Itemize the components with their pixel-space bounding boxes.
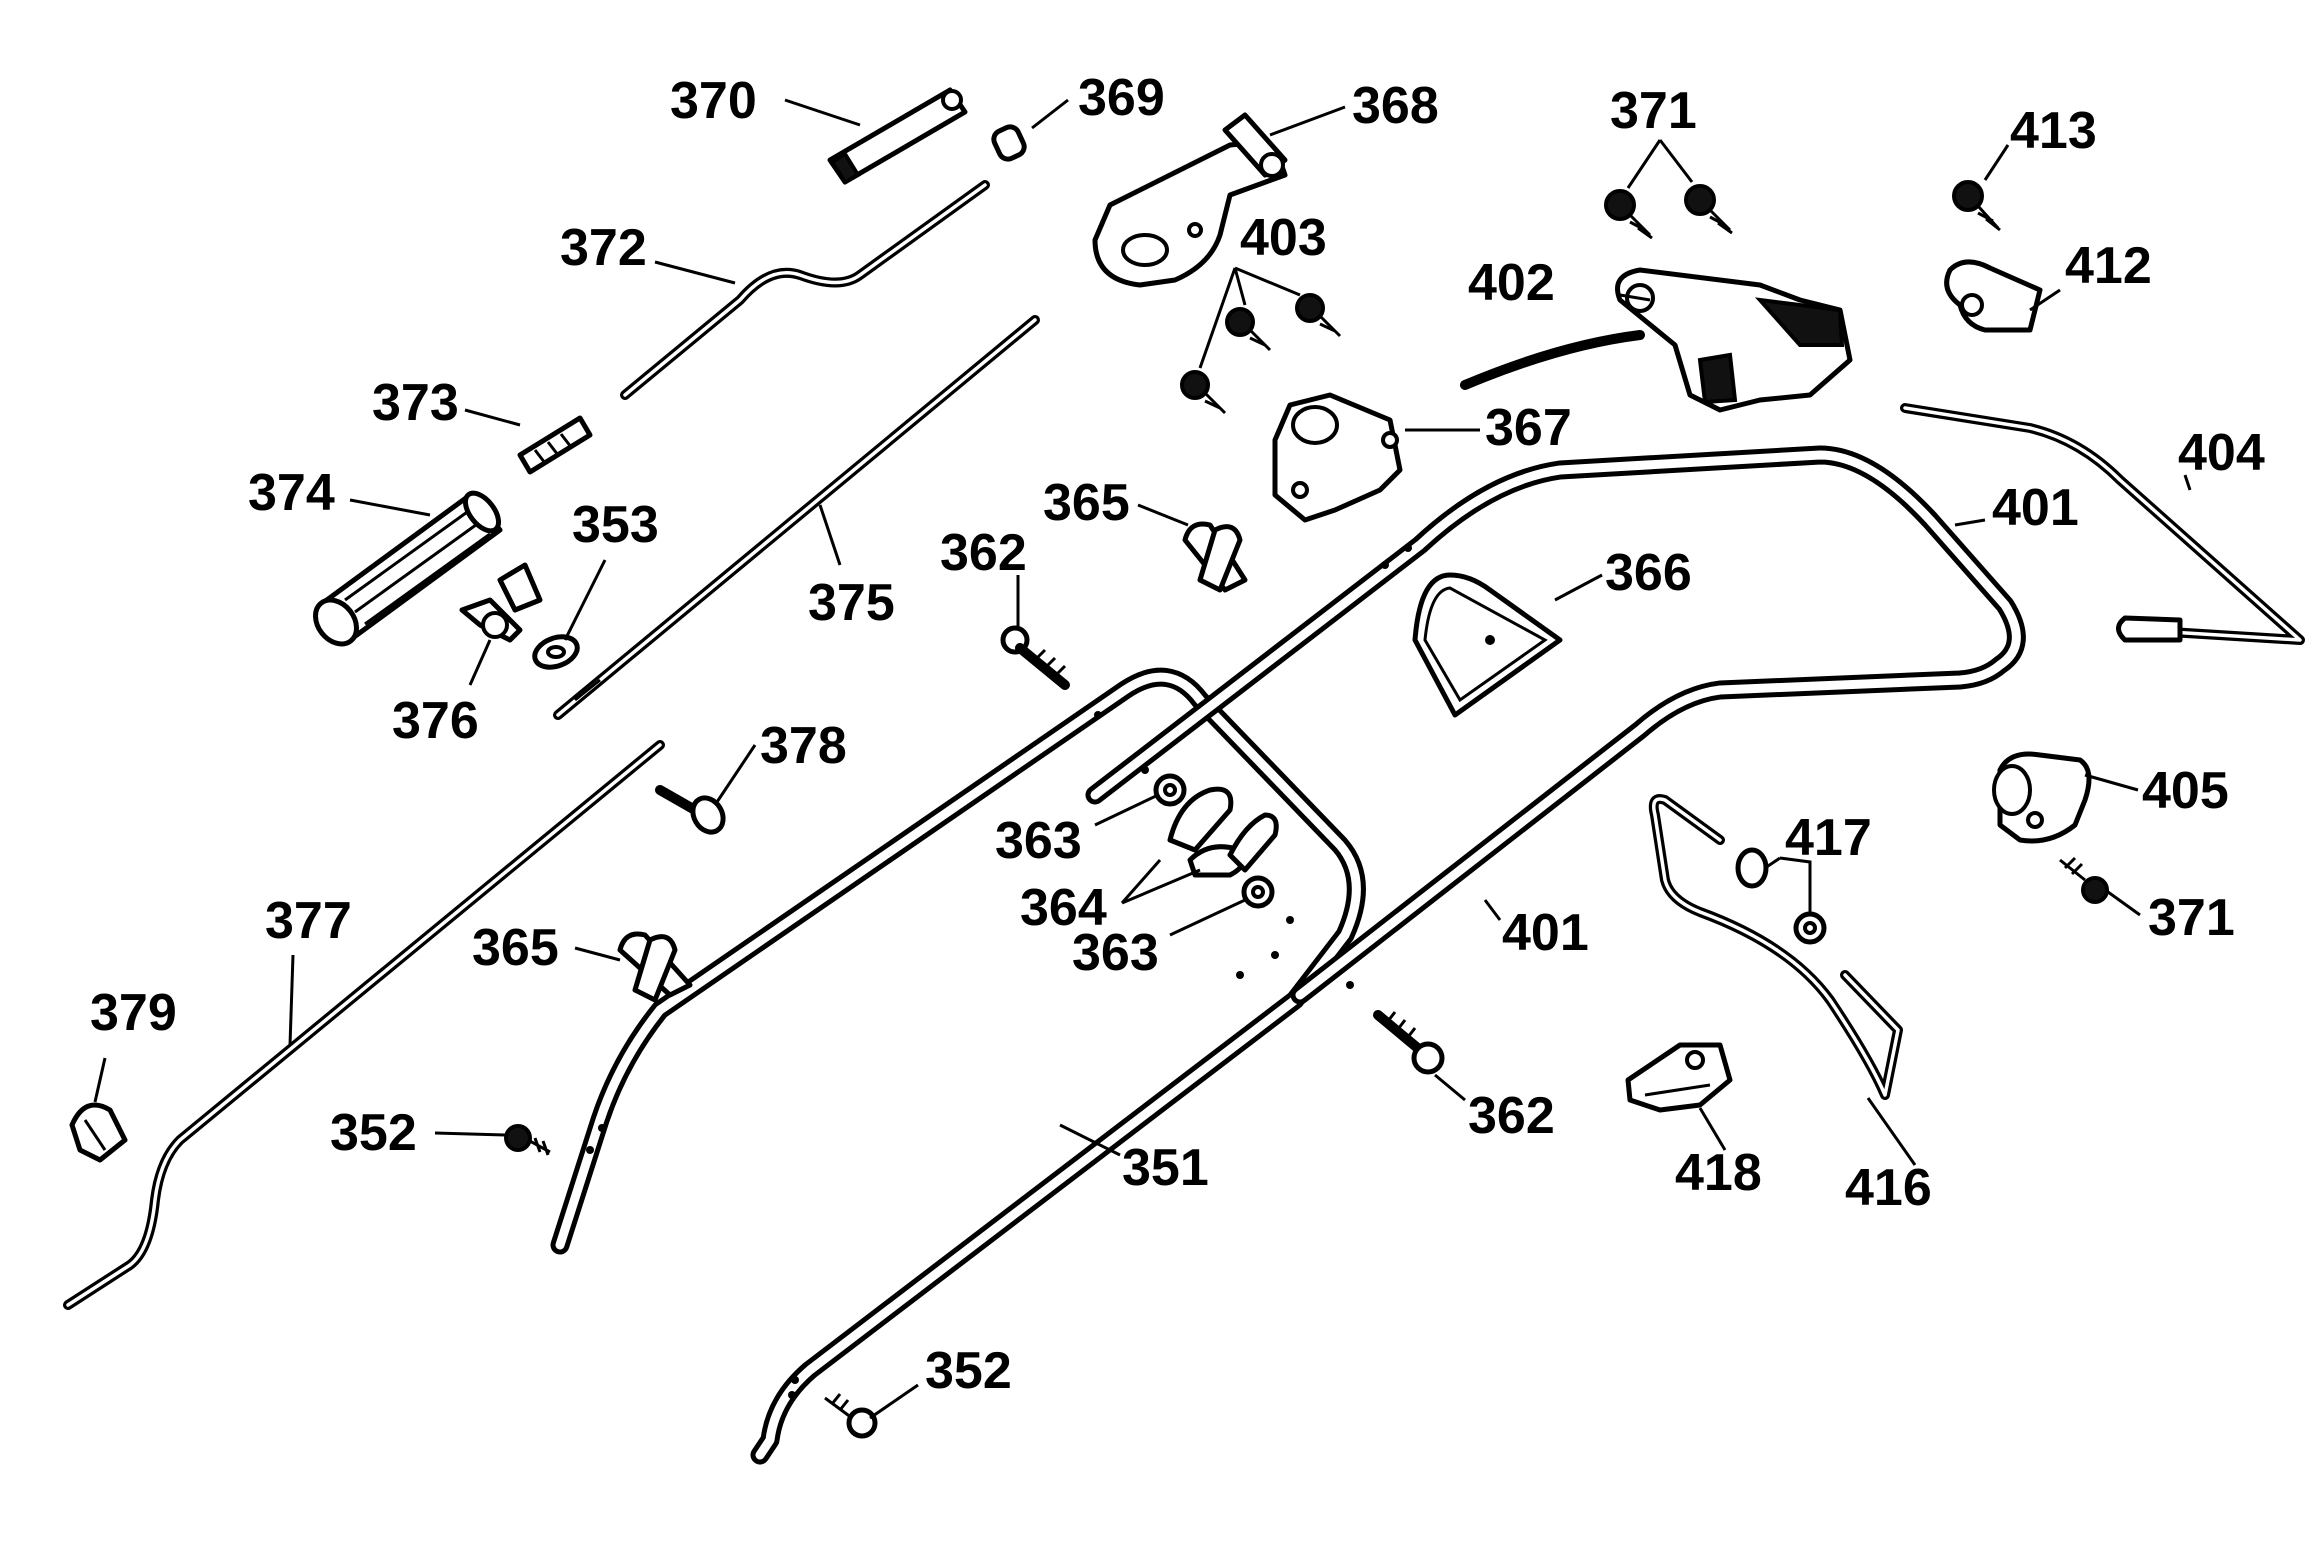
callout-365a: 365	[1043, 474, 1130, 532]
part-362-bolt-b	[1373, 1010, 1445, 1075]
part-405-clamp	[1992, 751, 2092, 844]
part-417-bushing-b	[1793, 911, 1827, 945]
part-418-cable-clip	[1625, 1042, 1733, 1113]
callout-405: 405	[2142, 762, 2229, 820]
callout-363a: 363	[995, 812, 1082, 870]
part-352-screw-a	[504, 1124, 551, 1156]
callout-401a: 401	[1992, 479, 2079, 537]
callout-375: 375	[808, 574, 895, 632]
callout-412: 412	[2065, 237, 2152, 295]
callout-401b: 401	[1502, 904, 1589, 962]
callout-369: 369	[1078, 69, 1165, 127]
callout-416: 416	[1845, 1159, 1932, 1217]
part-402-control-lever	[1460, 267, 1853, 413]
callout-353: 353	[572, 496, 659, 554]
part-376-wing-nut	[459, 562, 543, 643]
part-404-rod	[1900, 403, 2305, 645]
part-375-rod	[553, 315, 1040, 720]
part-370-sleeve	[827, 87, 968, 185]
callout-366: 366	[1605, 544, 1692, 602]
part-374-grip	[313, 490, 503, 647]
callout-413: 413	[2010, 102, 2097, 160]
part-371-screw-a	[1604, 189, 1653, 240]
part-363-washer-a	[1153, 773, 1187, 807]
callout-379: 379	[90, 984, 177, 1042]
part-403-screw-c	[1180, 370, 1227, 415]
part-371-screw-b	[1684, 184, 1733, 235]
part-368-bracket	[1092, 112, 1288, 288]
part-352-screw-b	[824, 1393, 878, 1439]
callout-352a: 352	[330, 1104, 417, 1162]
callout-364: 364	[1020, 879, 1107, 937]
part-369-bushing	[991, 124, 1027, 162]
callout-403: 403	[1240, 209, 1327, 267]
callout-362a: 362	[940, 524, 1027, 582]
leader-lines	[93, 98, 2192, 1420]
part-413-screw	[1952, 180, 2001, 232]
callout-418: 418	[1675, 1144, 1762, 1202]
part-416-bail	[1648, 794, 1903, 1100]
part-378-knob	[655, 785, 726, 835]
part-371-screw-c	[2059, 856, 2109, 904]
callout-402: 402	[1468, 254, 1555, 312]
part-403-screw-a	[1225, 307, 1272, 352]
callout-374: 374	[248, 464, 335, 522]
callout-352b: 352	[925, 1342, 1012, 1400]
callout-376: 376	[392, 692, 479, 750]
part-372-control-rod	[620, 180, 990, 400]
part-401-upper-handle	[1085, 445, 2026, 1005]
callout-370: 370	[670, 72, 757, 130]
callout-351: 351	[1122, 1139, 1209, 1197]
callout-417: 417	[1785, 809, 1872, 867]
callout-367: 367	[1485, 399, 1572, 457]
part-365-clip-b	[617, 931, 693, 1003]
part-403-screw-b	[1295, 293, 1342, 338]
callout-362b: 362	[1468, 1087, 1555, 1145]
part-362-bolt-a	[1000, 625, 1070, 690]
part-417-bushing-a	[1735, 847, 1769, 889]
part-351-lower-handle	[550, 667, 1366, 1465]
callout-368: 368	[1352, 77, 1439, 135]
callout-365b: 365	[472, 919, 559, 977]
callout-378: 378	[760, 717, 847, 775]
callout-labels: 370 369 368 371 413 372 403 402 412 373 …	[90, 69, 2265, 1400]
part-363-washer-b	[1241, 875, 1275, 909]
callout-373: 373	[372, 374, 459, 432]
part-412-clamp	[1944, 259, 2043, 333]
part-364-wing-nuts	[1167, 786, 1279, 878]
part-366-plate	[1412, 572, 1563, 718]
part-377-rod	[63, 740, 665, 1310]
callout-377: 377	[265, 892, 352, 950]
callout-371a: 371	[1610, 82, 1697, 140]
part-353-washer	[532, 634, 580, 670]
part-373-pin	[517, 415, 593, 475]
part-379-clip	[69, 1102, 128, 1163]
part-365-clip-a	[1182, 521, 1248, 593]
callout-363b: 363	[1072, 924, 1159, 982]
callout-371b: 371	[2148, 889, 2235, 947]
callout-372: 372	[560, 219, 647, 277]
part-367-bracket	[1272, 392, 1403, 523]
callout-404: 404	[2178, 424, 2265, 482]
